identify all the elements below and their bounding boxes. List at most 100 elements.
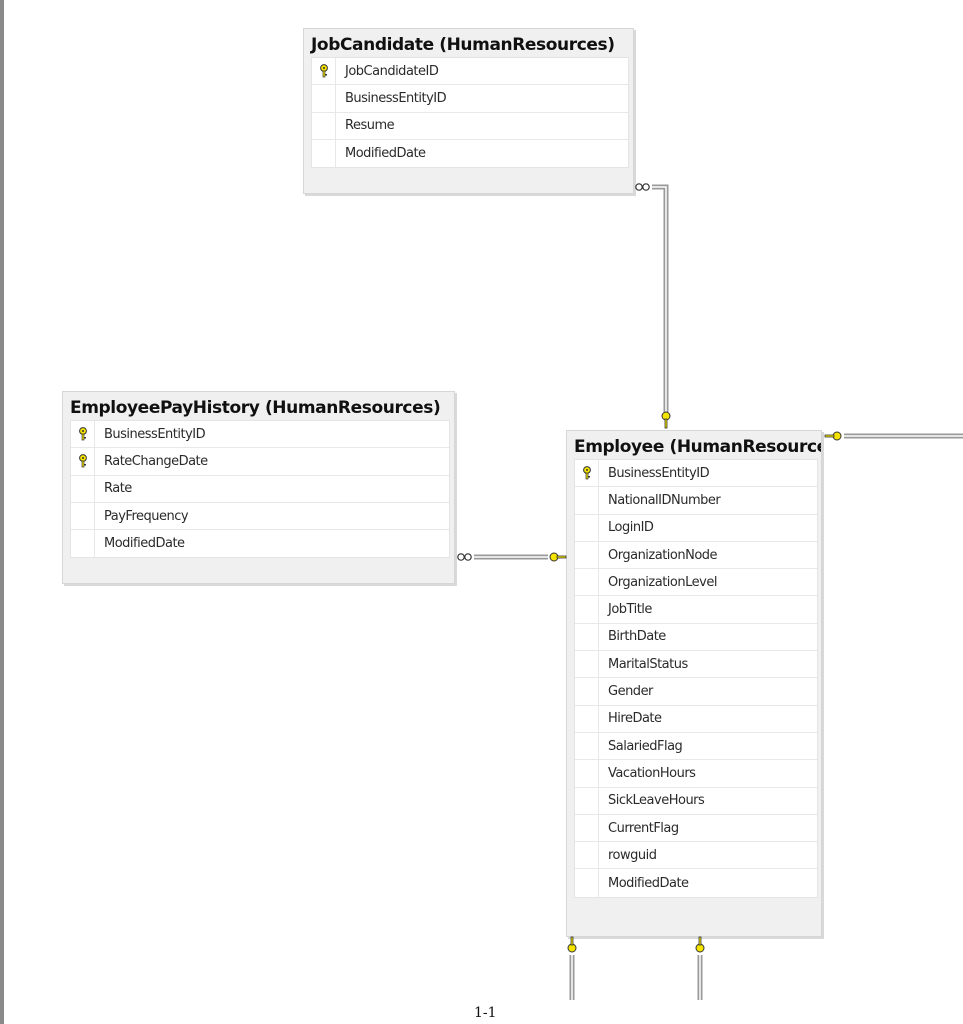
key-column-cell [575,541,599,569]
key-column-cell [575,705,599,732]
key-column-cell [575,460,599,487]
key-column-cell [575,623,599,651]
column-row[interactable]: BusinessEntityID [71,421,449,449]
key-column-cell [71,475,95,502]
key-column-cell [312,139,336,168]
column-name: BirthDate [608,629,666,645]
table-job-candidate[interactable]: JobCandidate (HumanResources) JobCandida… [303,28,634,194]
column-name: ModifiedDate [104,536,185,552]
key-icon [824,431,842,441]
column-row[interactable]: SalariedFlag [575,732,817,761]
column-row[interactable]: OrganizationLevel [575,569,817,597]
column-row[interactable]: OrganizationNode [575,541,817,570]
key-column-cell [575,569,599,596]
column-name: JobCandidateID [345,63,439,79]
key-icon [549,552,567,562]
key-column-cell [312,112,336,139]
infinity-icon [635,183,650,191]
column-row[interactable]: Rate [71,475,449,503]
column-row[interactable]: Resume [312,112,628,140]
column-name: BusinessEntityID [104,426,206,442]
column-name: rowguid [608,847,657,863]
key-column-cell [575,732,599,760]
column-row[interactable]: PayFrequency [71,502,449,531]
column-name: SickLeaveHours [608,793,705,809]
column-row[interactable]: Gender [575,678,817,706]
relationship-payhistory-employee[interactable] [457,552,567,562]
key-icon [695,936,705,953]
key-column-cell [575,651,599,678]
key-icon [567,936,577,953]
key-column-cell [312,85,336,112]
table-title: EmployeePayHistory (HumanResources) [70,398,441,418]
column-name: BusinessEntityID [345,90,447,106]
page-number: 1-1 [474,1005,497,1021]
key-column-cell [71,448,95,475]
key-column-cell [575,678,599,705]
column-name: BusinessEntityID [608,465,710,481]
primary-key-icon [78,454,88,468]
key-column-cell [312,58,336,85]
key-column-cell [575,487,599,514]
column-name: CurrentFlag [608,820,679,836]
column-row[interactable]: BusinessEntityID [575,460,817,488]
column-row[interactable]: BirthDate [575,623,817,652]
column-row[interactable]: rowguid [575,842,817,870]
key-column-cell [575,814,599,842]
column-row[interactable]: ModifiedDate [71,530,449,558]
primary-key-icon [319,64,329,78]
column-name: JobTitle [608,602,652,618]
relationship-employee-right[interactable] [824,431,963,441]
key-column-cell [71,502,95,530]
relationship-employee-bottom-right[interactable] [695,936,705,1000]
column-name: VacationHours [608,765,696,781]
column-row[interactable]: JobTitle [575,596,817,624]
column-row[interactable]: LoginID [575,514,817,542]
column-name: SalariedFlag [608,738,683,754]
column-name: LoginID [608,520,654,536]
column-name: Resume [345,118,395,134]
key-column-cell [71,421,95,448]
column-name: OrganizationLevel [608,574,717,590]
page-left-border [0,0,4,1024]
column-name: Gender [608,684,653,700]
column-row[interactable]: RateChangeDate [71,448,449,476]
column-row[interactable]: SickLeaveHours [575,787,817,815]
relationship-employee-bottom-left[interactable] [567,936,577,1000]
column-name: NationalIDNumber [608,492,721,508]
primary-key-icon [582,466,592,480]
table-title: Employee (HumanResources) [574,437,821,457]
infinity-icon [457,553,472,561]
column-name: PayFrequency [104,508,189,524]
column-name: Rate [104,481,132,497]
column-row[interactable]: JobCandidateID [312,58,628,86]
table-employee-pay-history[interactable]: EmployeePayHistory (HumanResources) Busi… [62,391,455,584]
key-column-cell [575,842,599,869]
column-row[interactable]: VacationHours [575,760,817,788]
column-row[interactable]: CurrentFlag [575,814,817,843]
key-column-cell [575,787,599,814]
key-icon [661,411,671,429]
column-row[interactable]: MaritalStatus [575,651,817,679]
key-column-cell [575,869,599,897]
key-column-cell [575,596,599,623]
column-name: ModifiedDate [345,146,426,162]
column-row[interactable]: ModifiedDate [575,869,817,897]
column-row[interactable]: HireDate [575,705,817,733]
primary-key-icon [78,427,88,441]
key-column-cell [71,530,95,558]
column-row[interactable]: NationalIDNumber [575,487,817,515]
column-name: RateChangeDate [104,453,208,469]
relationship-jobcandidate-employee[interactable] [635,183,671,429]
key-column-cell [575,514,599,541]
column-name: MaritalStatus [608,656,688,672]
column-name: ModifiedDate [608,875,689,891]
column-row[interactable]: BusinessEntityID [312,85,628,113]
column-row[interactable]: ModifiedDate [312,139,628,168]
column-name: OrganizationNode [608,547,718,563]
table-employee[interactable]: Employee (HumanResources) BusinessEntity… [566,430,822,937]
key-column-cell [575,760,599,787]
